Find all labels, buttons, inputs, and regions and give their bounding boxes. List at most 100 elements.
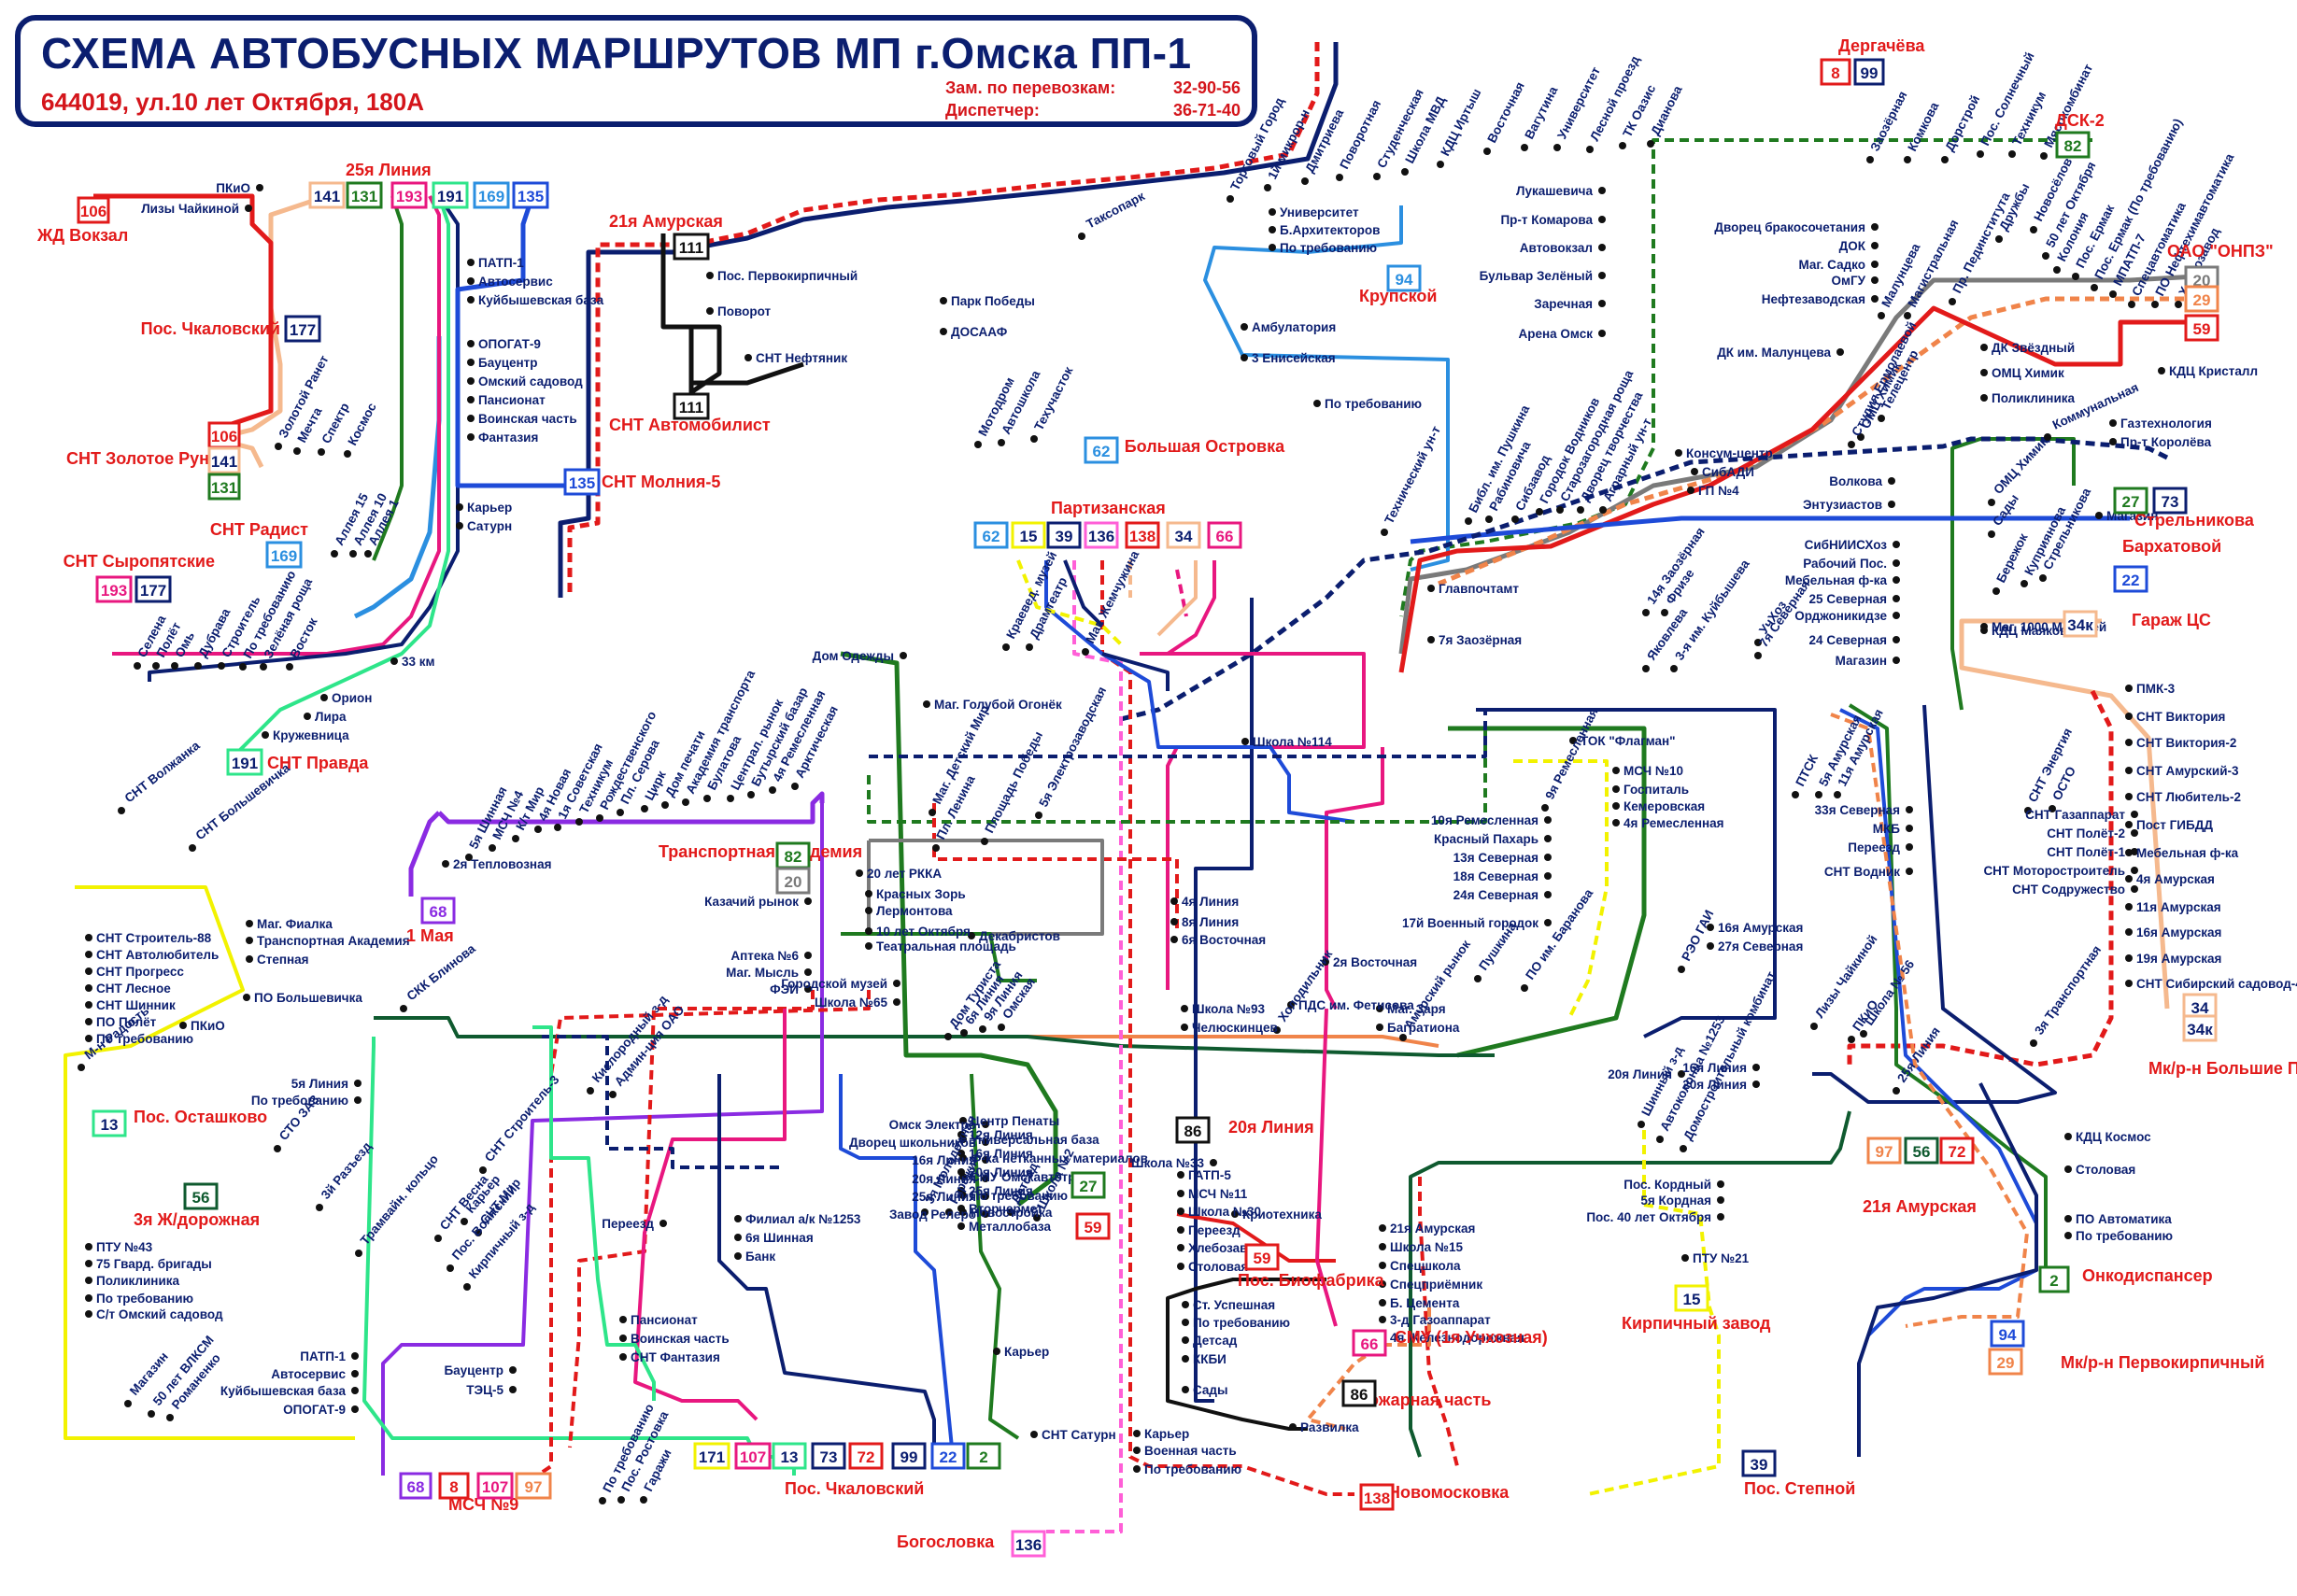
- stop-dot: [2131, 867, 2138, 874]
- route-number: 99: [900, 1448, 918, 1466]
- stop-label: Рабочий Пос.: [1803, 557, 1887, 571]
- stop-label: Универсальная база: [971, 1133, 1099, 1147]
- route-number: 171: [699, 1448, 725, 1466]
- stop-dot: [434, 1235, 442, 1242]
- stop-label: Школа №30: [1188, 1205, 1261, 1219]
- stop-label: Маг. Жемчужина: [1083, 548, 1141, 646]
- route-badge-frame: [1084, 521, 1119, 549]
- route-line: [1950, 437, 2076, 711]
- stop-label: Красный Пахарь: [1434, 832, 1538, 846]
- stop-dot: [479, 1166, 487, 1174]
- stop-dot: [467, 396, 475, 403]
- stop-dot: [1810, 1023, 1818, 1030]
- stop-dot: [1893, 559, 1900, 567]
- route-number: 66: [1216, 528, 1234, 545]
- stop-label: Аптека №6: [730, 949, 799, 963]
- stop-label: 6я Восточная: [1182, 933, 1266, 947]
- stop-dot: [1893, 576, 1900, 584]
- stop-label: СНТ Полёт-1: [2047, 845, 2125, 859]
- terminal-label: СНТ Автомобилист: [609, 416, 771, 434]
- stop-label: Столовая: [1188, 1260, 1248, 1274]
- stop-dot: [1754, 639, 1762, 646]
- route-line: [372, 195, 404, 561]
- stop-dot: [189, 844, 196, 852]
- stop-label: Бауцентр: [478, 356, 538, 370]
- route-badge-frame: [2063, 610, 2098, 638]
- route-line: [455, 195, 582, 488]
- route-badge: 8: [1820, 58, 1851, 86]
- stop-label: Омский садовод: [478, 374, 583, 388]
- stop-dot: [1675, 449, 1682, 457]
- stop-dot: [960, 1029, 968, 1037]
- route-line: [542, 1035, 785, 1169]
- stop-dot: [1030, 1431, 1038, 1438]
- stop-dot: [1177, 1190, 1184, 1197]
- route-badge: 34: [1166, 521, 1201, 549]
- stop-dot: [1170, 936, 1178, 943]
- route-line: [1101, 652, 1170, 691]
- stop-dot: [2125, 875, 2133, 883]
- route-number: 59: [1254, 1250, 1271, 1267]
- stop-label: Волкова: [1829, 474, 1882, 488]
- stop-label: Металлобаза: [969, 1220, 1051, 1234]
- stop-dot: [1848, 441, 1855, 448]
- stop-dot: [1988, 530, 1995, 538]
- stop-label: 4я Железнодорожная: [1390, 1331, 1524, 1345]
- route-number: 97: [1876, 1143, 1893, 1161]
- route-number: 141: [314, 188, 340, 205]
- stop-dot: [1893, 612, 1900, 619]
- stop-dot: [85, 1243, 92, 1250]
- route-badge: 193: [95, 575, 133, 603]
- route-number: 59: [2193, 320, 2211, 338]
- route-line: [1166, 1278, 1326, 1431]
- stop-dot: [245, 205, 252, 212]
- stop-dot: [865, 942, 872, 950]
- route-badge: 177: [135, 575, 172, 603]
- stop-dot: [1082, 648, 1089, 656]
- stop-dot: [179, 1022, 187, 1029]
- stop-dot: [982, 1193, 989, 1200]
- stop-dot: [85, 1018, 92, 1025]
- stop-dot: [447, 1264, 454, 1272]
- stop-dot: [2064, 1232, 2072, 1239]
- stop-dot: [2125, 767, 2133, 774]
- stop-label: 4я Ремесленная: [1623, 816, 1724, 830]
- stop-dot: [1182, 1355, 1189, 1363]
- stop-dot: [1717, 1180, 1724, 1188]
- stop-label: СНТ Прогресс: [96, 965, 184, 979]
- stop-label: ОмГУ: [1831, 274, 1865, 288]
- stop-dot: [1177, 1226, 1184, 1234]
- stop-label: Энтузиастов: [1803, 498, 1882, 512]
- stop-label: Багратиона: [1387, 1021, 1460, 1035]
- route-number: 136: [1088, 528, 1114, 545]
- stop-dot: [1376, 1024, 1383, 1031]
- stop-dot: [1906, 843, 1913, 851]
- route-badge: 169: [473, 181, 510, 209]
- route-line: [93, 193, 274, 432]
- stop-label: СНТ Автолюбитель: [96, 948, 219, 962]
- stop-dot: [293, 447, 301, 455]
- stop-dot: [1893, 541, 1900, 548]
- route-badge: 136: [1084, 521, 1119, 549]
- stop-dot: [769, 786, 776, 794]
- stop-dot: [1241, 738, 1249, 745]
- route-badge-frame: [1071, 1171, 1106, 1199]
- stop-label: Кружевница: [273, 728, 349, 742]
- stop-label: МСЧ №10: [1623, 764, 1683, 778]
- stop-dot: [1836, 348, 1844, 356]
- route-badge-frame: [92, 1109, 127, 1137]
- stop-dot: [85, 984, 92, 992]
- stop-dot: [1815, 791, 1822, 798]
- stop-label: По требованию: [1325, 397, 1422, 411]
- stop-dot: [465, 854, 473, 861]
- stop-dot: [1033, 1214, 1041, 1222]
- route-number: 111: [679, 399, 704, 417]
- stop-dot: [262, 731, 269, 739]
- route-badge-frame: [693, 1442, 730, 1470]
- stop-label: СНТ Сатурн: [1042, 1428, 1116, 1442]
- stop-label: Степная: [257, 953, 309, 967]
- stop-label: Заречная: [1534, 297, 1593, 311]
- route-badge: 177: [284, 315, 321, 343]
- stop-label: Лизы Чайкиной: [141, 202, 239, 216]
- stop-dot: [1752, 1080, 1760, 1088]
